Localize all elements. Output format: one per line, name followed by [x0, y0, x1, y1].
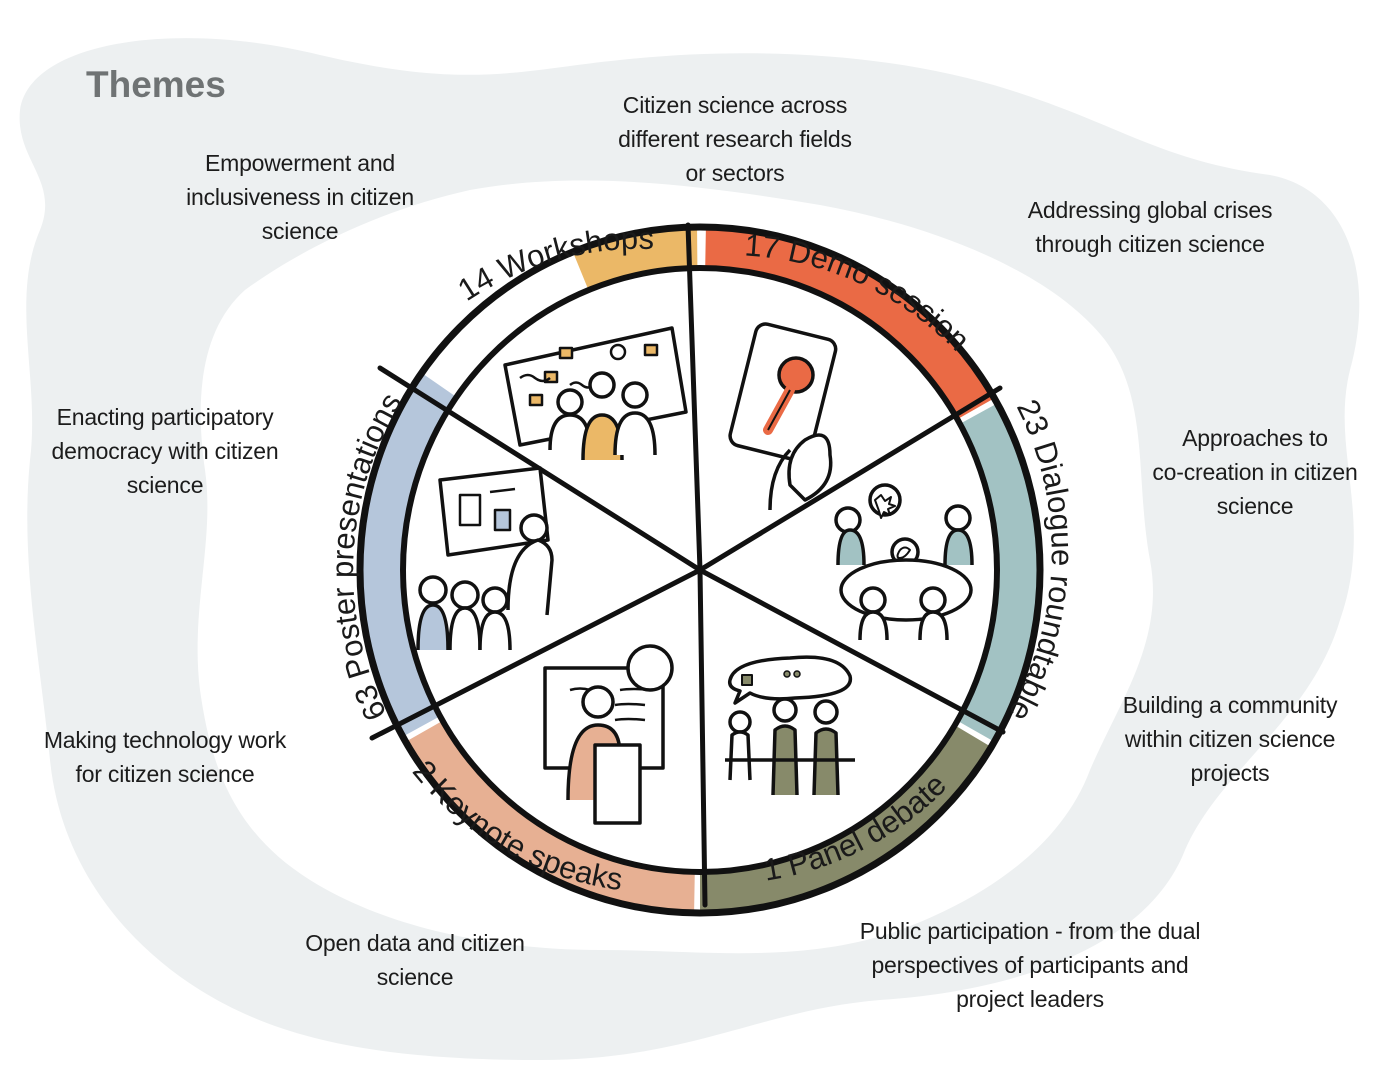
ring-segment-panel-debate: [699, 726, 991, 913]
theme-line: for citizen science: [75, 761, 255, 787]
theme-line: project leaders: [956, 986, 1104, 1012]
theme-building-community: Building a community within citizen scien…: [1100, 688, 1360, 790]
poster-presentation-icon: [416, 466, 554, 651]
wheel-outer-rim: [356, 223, 1044, 917]
theme-line: or sectors: [685, 160, 785, 186]
ring-segment-poster-presentations: [361, 373, 456, 737]
theme-participatory-democracy: Enacting participatory democracy with cit…: [35, 400, 295, 502]
tablet-demo-icon: [728, 322, 838, 511]
theme-line: Approaches to: [1182, 425, 1328, 451]
theme-citizen-science-across-fields: Citizen science across different research…: [560, 88, 910, 190]
divider-lower-left: [369, 567, 703, 741]
theme-line: Making technology work: [43, 727, 287, 753]
ring-segment-dialogue-roundtable: [958, 403, 1039, 742]
themes-title: Themes: [86, 64, 226, 105]
theme-line: inclusiveness in citizen: [186, 184, 414, 210]
theme-line: Building a community: [1122, 692, 1338, 718]
theme-line: Open data and citizen: [305, 930, 525, 956]
divider-top: [685, 222, 703, 573]
panel-debate-icon: [725, 655, 855, 796]
ring-segment-workshops: [572, 227, 698, 290]
theme-line: perspectives of participants and: [871, 952, 1189, 978]
theme-line: through citizen science: [1035, 231, 1265, 257]
theme-line: Empowerment and: [204, 150, 396, 176]
theme-line: Public participation - from the dual: [859, 918, 1201, 944]
theme-line: within citizen science: [1124, 726, 1336, 752]
theme-line: co-creation in citizen: [1152, 459, 1358, 485]
theme-addressing-global-crises: Addressing global crises through citizen …: [1010, 193, 1290, 261]
theme-line: different research fields: [618, 126, 852, 152]
workshop-group-icon: [503, 326, 688, 461]
theme-line: Citizen science across: [622, 92, 848, 118]
theme-line: projects: [1190, 760, 1270, 786]
theme-line: Enacting participatory: [56, 404, 274, 430]
roundtable-discussion-icon: [834, 483, 974, 641]
theme-line: democracy with citizen: [51, 438, 279, 464]
divider-upper-right: [697, 385, 1003, 573]
theme-line: science: [126, 472, 204, 498]
divider-lower-right: [697, 567, 1006, 735]
theme-line: science: [261, 218, 339, 244]
theme-line: Addressing global crises: [1027, 197, 1273, 223]
divider-bottom: [697, 567, 708, 908]
theme-empowerment-inclusiveness: Empowerment and inclusiveness in citizen s…: [160, 146, 440, 248]
theme-public-participation: Public participation - from the dual pers…: [835, 914, 1225, 1016]
theme-making-technology-work: Making technology work for citizen scienc…: [30, 723, 300, 791]
theme-co-creation: Approaches to co-creation in citizen scien…: [1130, 421, 1380, 523]
theme-open-data: Open data and citizen science: [285, 926, 545, 994]
theme-line: science: [1216, 493, 1294, 519]
ring-segment-keynote-speaks: [406, 721, 695, 913]
theme-line: science: [376, 964, 454, 990]
keynote-speaker-icon: [543, 644, 674, 825]
ring-segment-demo-sessions: [705, 227, 994, 419]
